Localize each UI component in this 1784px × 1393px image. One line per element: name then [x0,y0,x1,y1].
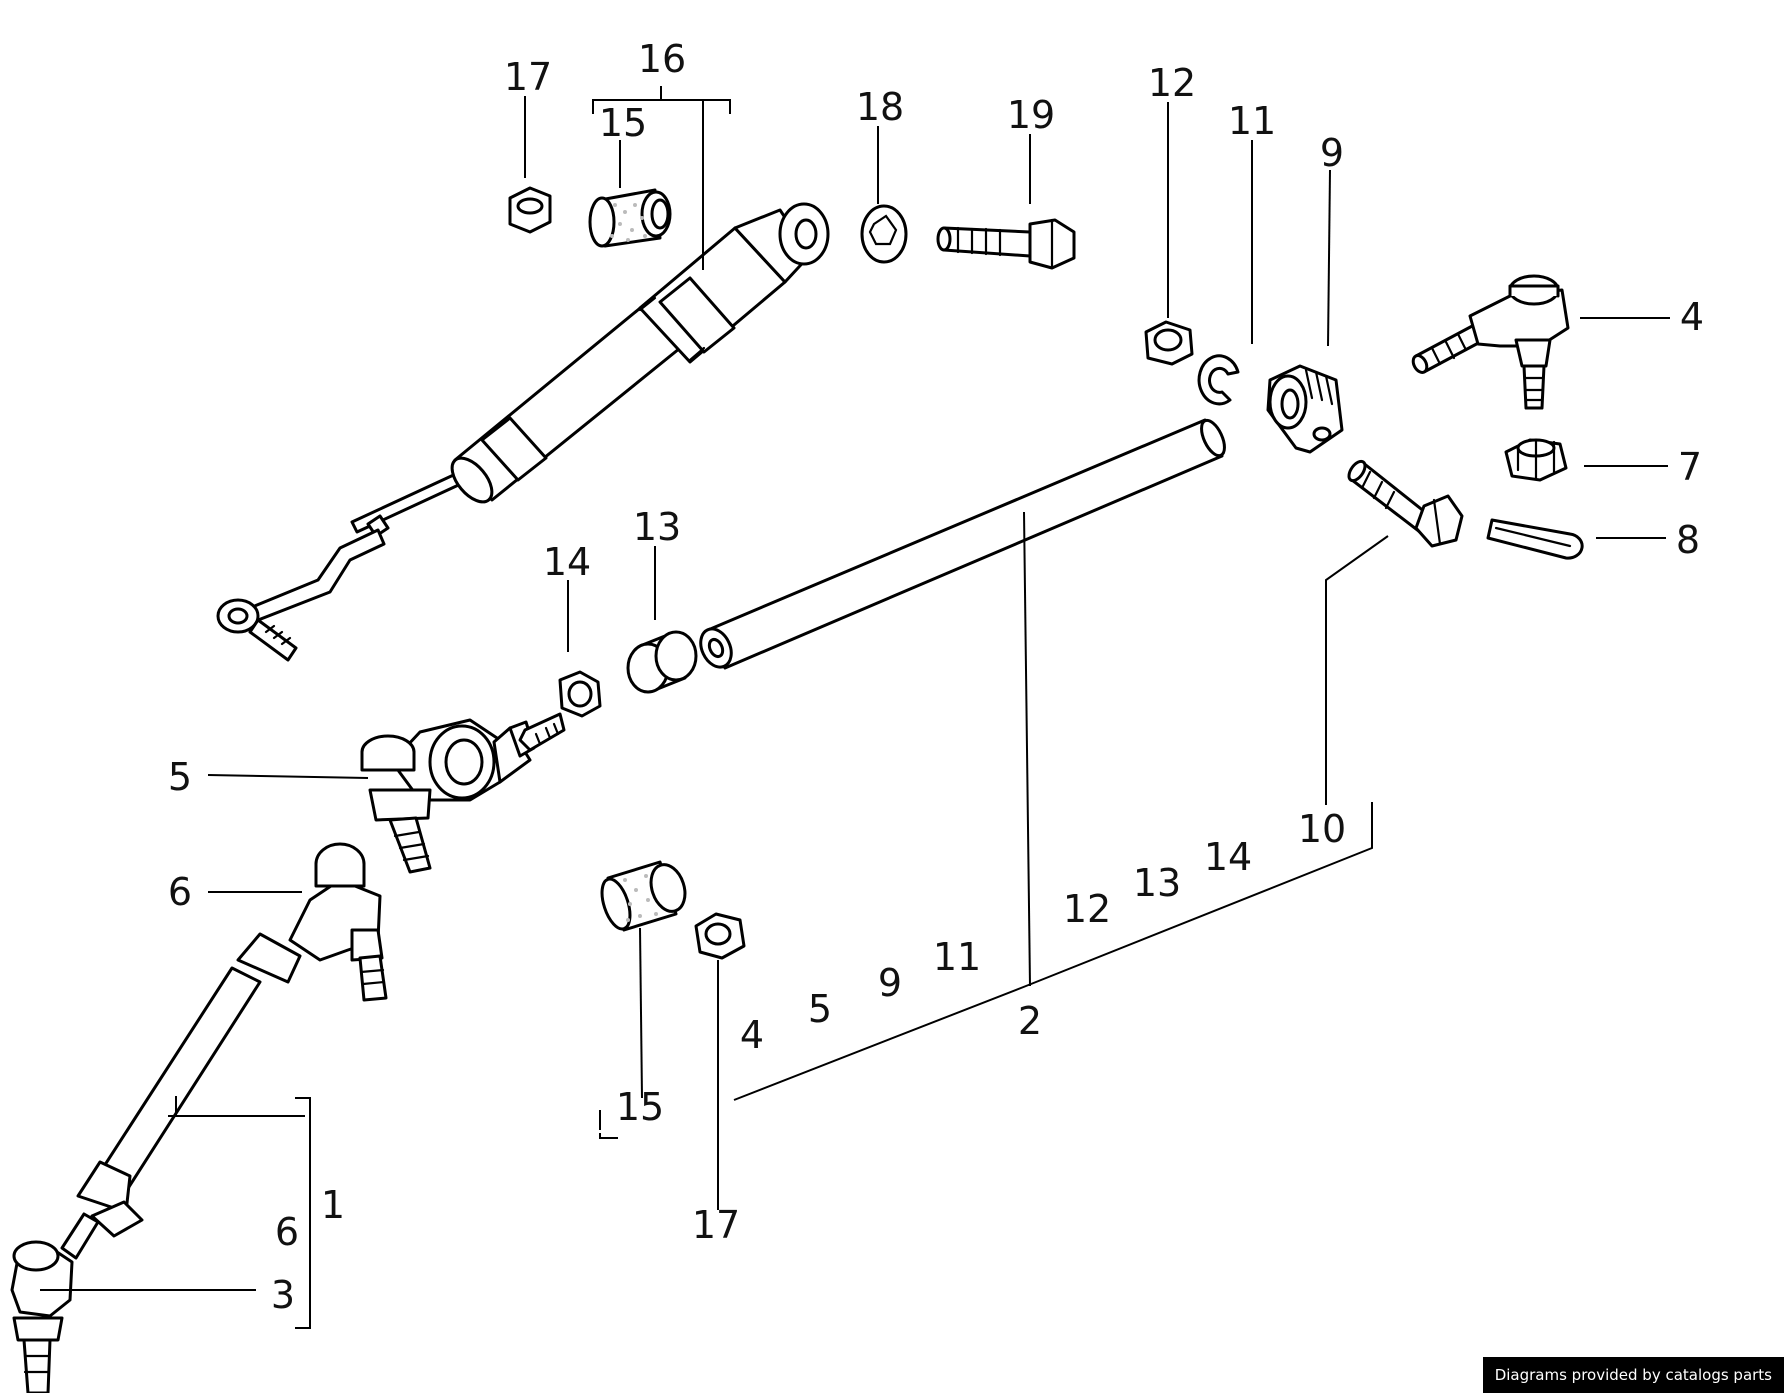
cotter-pin-8 [1486,518,1584,560]
bolt-19 [936,218,1076,270]
clip-11 [1197,354,1240,406]
callout-c15b: 15 [616,1085,664,1129]
callout-c10: 10 [1298,807,1346,851]
lock-washer [860,204,908,264]
callout-c13b: 13 [1133,861,1181,905]
callout-c9b: 9 [878,961,902,1005]
callout-c9a: 9 [1320,131,1344,175]
bolt-10 [1347,459,1464,548]
callout-c17b: 17 [692,1203,740,1247]
callout-c19: 19 [1007,93,1055,137]
callout-c4a: 4 [1680,295,1704,339]
callout-c11b: 11 [933,935,981,979]
clamp-9 [1266,364,1344,454]
credit-banner[interactable]: Diagrams provided by catalogs parts [1482,1357,1784,1393]
steering-damper [216,202,830,662]
steering-arm-5 [360,712,566,874]
leader-lines [40,86,1670,1329]
callout-c16: 16 [638,37,686,81]
bushing-13 [626,630,698,694]
callout-c12b: 12 [1063,887,1111,931]
nut-top [508,186,552,234]
side-track-rod [10,842,388,1393]
callout-c14b: 14 [1204,835,1252,879]
bushing-top [588,188,672,248]
callout-c11a: 11 [1228,99,1276,143]
centre-track-rod [699,418,1226,670]
bushing-bottom [600,860,687,932]
callout-c5b: 5 [808,987,832,1031]
callout-c6a: 6 [168,870,192,914]
callout-c12a: 12 [1148,61,1196,105]
callout-c13a: 13 [633,505,681,549]
nut-14 [558,670,602,718]
callout-c6b: 6 [275,1210,299,1254]
tie-rod-end-4 [1411,274,1570,410]
callout-c18: 18 [856,85,904,129]
castle-nut-7 [1504,438,1568,482]
callout-c1: 1 [321,1183,345,1227]
callout-c2: 2 [1018,999,1042,1043]
nut-12 [1144,320,1194,366]
callout-c14a: 14 [543,540,591,584]
nut-bottom [694,912,746,960]
callout-c8: 8 [1676,518,1700,562]
callout-c5a: 5 [168,755,192,799]
callout-c4b: 4 [740,1013,764,1057]
callout-c7: 7 [1678,445,1702,489]
callout-c3: 3 [271,1273,295,1317]
callout-c15a: 15 [599,101,647,145]
callout-c17a: 17 [504,55,552,99]
